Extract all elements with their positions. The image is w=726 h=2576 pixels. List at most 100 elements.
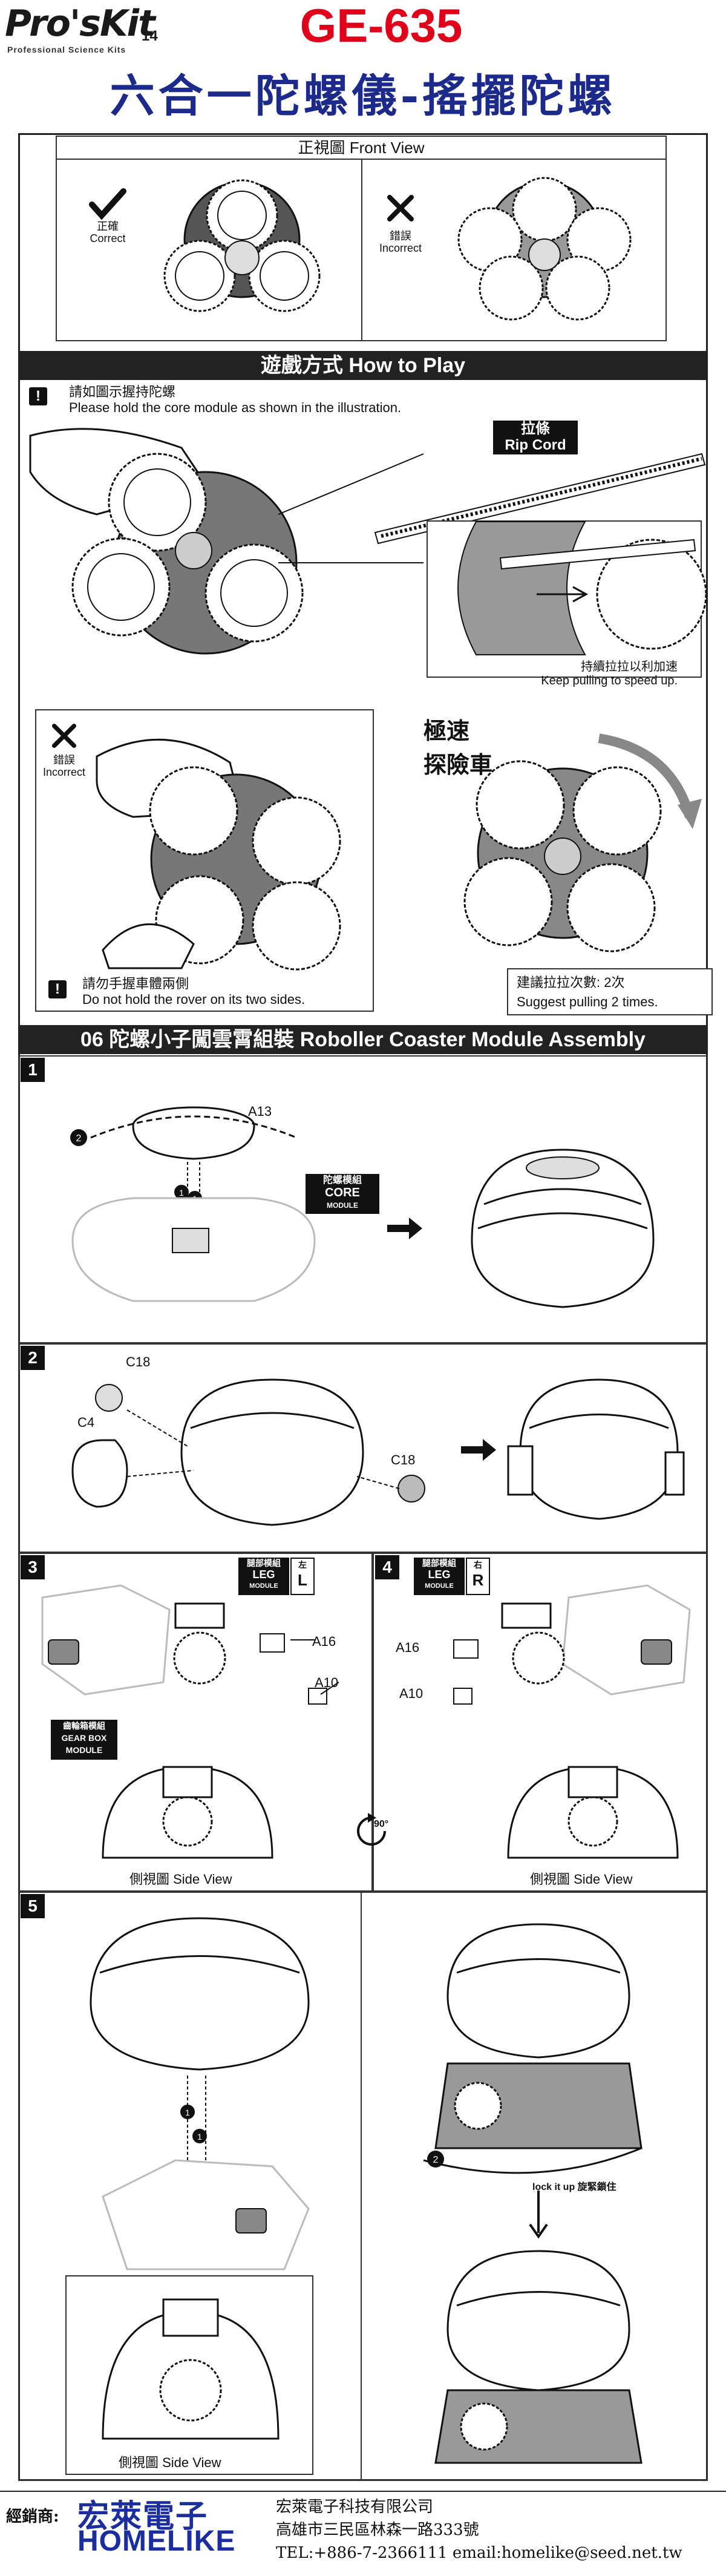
speed-explorer-title: 極速 探險車 [424,717,493,778]
step-3-number: 3 [21,1555,45,1579]
no-side-grip-en: Do not hold the rover on its two sides. [82,992,306,1007]
hold-note-en: Please hold the core module as shown in … [69,400,402,415]
part-c4-label: C4 [77,1415,95,1430]
gear-tag-sub: MODULE [65,1745,103,1755]
step-2-result-illustration [507,1378,685,1520]
leg-tag-cn: 腿部模組 [422,1558,456,1568]
leg-tag-en: LEG [428,1568,451,1581]
step-4-leg-illustration [453,1584,691,1705]
leg-tag-cn: 腿部模組 [247,1558,281,1568]
company-contact: TEL:+886-7-2366111 email:homelike@seed.n… [276,2544,682,2562]
step-5-panel [18,1892,708,2481]
warning-icon: ! [29,387,47,405]
gear-tag-cn: 齒輪箱模組 [63,1721,105,1731]
check-icon [89,188,126,220]
step-4-number: 4 [375,1555,399,1579]
logo-superscript: 14 [142,28,158,44]
step-3-panel [18,1553,373,1892]
leg-tag-en: LEG [252,1568,275,1581]
step-5-assembly-illustration: 1 1 [90,1917,310,2270]
step-2-assembly-illustration [71,1378,425,1526]
front-view-divider [361,160,362,341]
incorrect-hold-inset [35,709,374,1012]
step-5-result-illustration: 2 [423,1923,643,2464]
step-3-side-view-label: 側視圖 Side View [129,1872,232,1887]
svg-text:1: 1 [179,1188,184,1198]
part-a16-label: A16 [312,1634,336,1649]
proskit-logo: Pro'sKit 14 Professional Science Kits [5,2,166,54]
step-1-panel [18,1055,708,1343]
core-tag-sub: MODULE [327,1201,358,1210]
footer-rule [0,2491,726,2492]
company-address: 高雄市三民區林森一路333號 [276,2521,479,2539]
homelike-brand-en: HOMELIKE [77,2525,236,2557]
rotate-90-label: 90° [374,1819,389,1829]
part-a13-label: A13 [248,1104,272,1119]
logo-tagline: Professional Science Kits [7,45,126,54]
hand-holding-rover-illustration [29,428,424,655]
side-badge-left: 左 L [290,1558,315,1595]
step-1-result-illustration [471,1149,655,1308]
step-5-side-view-label: 側視圖 Side View [119,2455,221,2470]
company-info: 宏萊電子科技有限公司 高雄市三民區林森一路333號 TEL:+886-7-236… [276,2496,682,2565]
step-1-core-assembly-illustration: 2 1 1 [70,1106,316,1302]
step-2-number: 2 [21,1346,45,1370]
x-icon [387,195,414,221]
front-view-heading: 正視圖 Front View [56,136,667,160]
step-1-number: 1 [21,1058,45,1082]
step-4-side-view-illustration [507,1766,679,1859]
arrow-right-icon [461,1439,496,1461]
suggest-line-2: Suggest pulling 2 times. [517,994,658,1009]
page-title: 六合一陀螺儀-搖擺陀螺 [110,70,616,122]
part-a10-label: A10 [315,1675,339,1690]
leg-tag-sub: MODULE [249,1582,278,1590]
how-to-play-banner: 遊戲方式 How to Play [18,351,708,380]
part-a16-label: A16 [396,1640,420,1655]
svg-text:2: 2 [76,1133,82,1144]
gear-tag-en: GEAR BOX [61,1733,107,1743]
leg-module-tag-left: 腿部模組 LEG MODULE [238,1558,289,1595]
company-name: 宏萊電子科技有限公司 [276,2498,434,2516]
step-5-number: 5 [21,1894,45,1918]
core-tag-en: CORE [325,1186,360,1199]
rip-cord-label: 拉條 Rip Cord [493,421,578,454]
incorrect2-label-cn: 錯誤 [53,754,75,766]
side-badge-cn: 右 [474,1560,482,1570]
correct-label-en: Correct [90,232,126,244]
rip-cord-en: Rip Cord [505,437,566,453]
lock-it-up-label: lock it up 旋緊鎖住 [532,2182,616,2192]
part-a10-label: A10 [399,1686,424,1701]
step-4-side-view-label: 側視圖 Side View [530,1872,633,1887]
suggest-line-1: 建議拉拉次數: 2次 [517,975,625,990]
correct-label-cn: 正確 [97,220,119,232]
incorrect-label-cn: 錯誤 [390,230,411,242]
warning-icon: ! [48,980,67,998]
no-side-grip-cn: 請勿手握車體兩側 [82,976,189,991]
keep-pulling-cn: 持續拉拉以利加速 [581,660,678,673]
incorrect-label-en: Incorrect [379,242,422,254]
leg-tag-sub: MODULE [425,1582,454,1590]
assembly-banner: 06 陀螺小子闖雲霄組裝 Roboller Coaster Module Ass… [18,1025,708,1054]
rip-cord-cn: 拉條 [521,421,550,437]
keep-pulling-label: 持續拉拉以利加速 Keep pulling to speed up. [460,657,678,688]
step-2-panel [18,1343,708,1553]
step-4-panel [373,1553,708,1892]
step-5-divider [361,1892,362,2481]
distributor-label: 經銷商: [6,2508,59,2526]
logo-text: Pro'sKit [5,2,155,45]
model-number: GE-635 [299,0,463,52]
part-c18-label-b: C18 [391,1452,416,1467]
keep-pulling-en: Keep pulling to speed up. [541,674,678,687]
svg-text:1: 1 [185,2108,190,2117]
side-badge-en: R [472,1571,484,1589]
incorrect2-label-en: Incorrect [42,766,86,778]
core-module-tag: 陀螺模組 CORE MODULE [306,1174,379,1214]
hold-note-cn: 請如圖示握持陀螺 [69,384,176,399]
part-c18-label-a: C18 [126,1354,151,1369]
gear-cluster-incorrect-illustration [457,177,632,321]
step-3-side-view-illustration [102,1766,273,1859]
rotate-90-icon [357,1813,386,1846]
x-icon [52,724,76,748]
core-tag-cn: 陀螺模組 [322,1175,362,1185]
arrow-right-icon [387,1218,422,1239]
